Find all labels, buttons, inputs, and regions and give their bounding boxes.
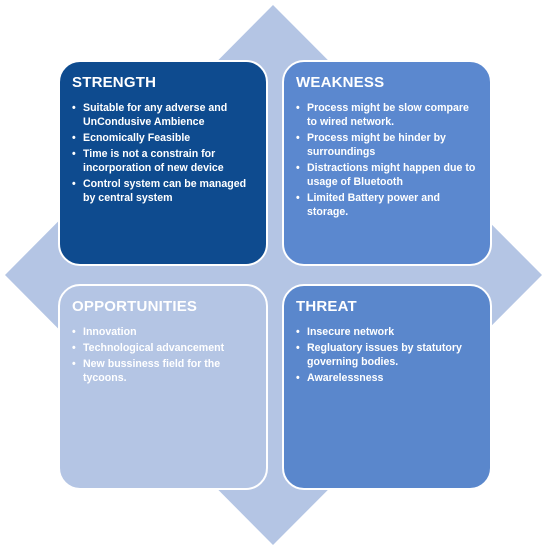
threat-list: Insecure network Regluatory issues by st… <box>296 325 480 385</box>
strength-item: Suitable for any adverse and UnCondusive… <box>72 101 256 129</box>
opportunities-box: OPPORTUNITIES Innovation Technological a… <box>58 284 268 490</box>
threat-item: Insecure network <box>296 325 480 339</box>
opportunities-item: Innovation <box>72 325 256 339</box>
strength-list: Suitable for any adverse and UnCondusive… <box>72 101 256 205</box>
weakness-box: WEAKNESS Process might be slow compare t… <box>282 60 492 266</box>
opportunities-list: Innovation Technological advancement New… <box>72 325 256 385</box>
strength-item: Time is not a constrain for incorporatio… <box>72 147 256 175</box>
threat-title: THREAT <box>296 298 357 315</box>
threat-item: Awarelessness <box>296 371 480 385</box>
weakness-item: Distractions might happen due to usage o… <box>296 161 480 189</box>
strength-item: Control system can be managed by central… <box>72 177 256 205</box>
weakness-title: WEAKNESS <box>296 74 385 91</box>
opportunities-title: OPPORTUNITIES <box>72 298 198 315</box>
strength-title: STRENGTH <box>72 74 157 91</box>
weakness-item: Limited Battery power and storage. <box>296 191 480 219</box>
weakness-item: Process might be hinder by surroundings <box>296 131 480 159</box>
opportunities-item: New bussiness field for the tycoons. <box>72 357 256 385</box>
weakness-item: Process might be slow compare to wired n… <box>296 101 480 129</box>
strength-box: STRENGTH Suitable for any adverse and Un… <box>58 60 268 266</box>
strength-item: Ecnomically Feasible <box>72 131 256 145</box>
weakness-list: Process might be slow compare to wired n… <box>296 101 480 219</box>
threat-item: Regluatory issues by statutory governing… <box>296 341 480 369</box>
threat-box: THREAT Insecure network Regluatory issue… <box>282 284 492 490</box>
opportunities-item: Technological advancement <box>72 341 256 355</box>
